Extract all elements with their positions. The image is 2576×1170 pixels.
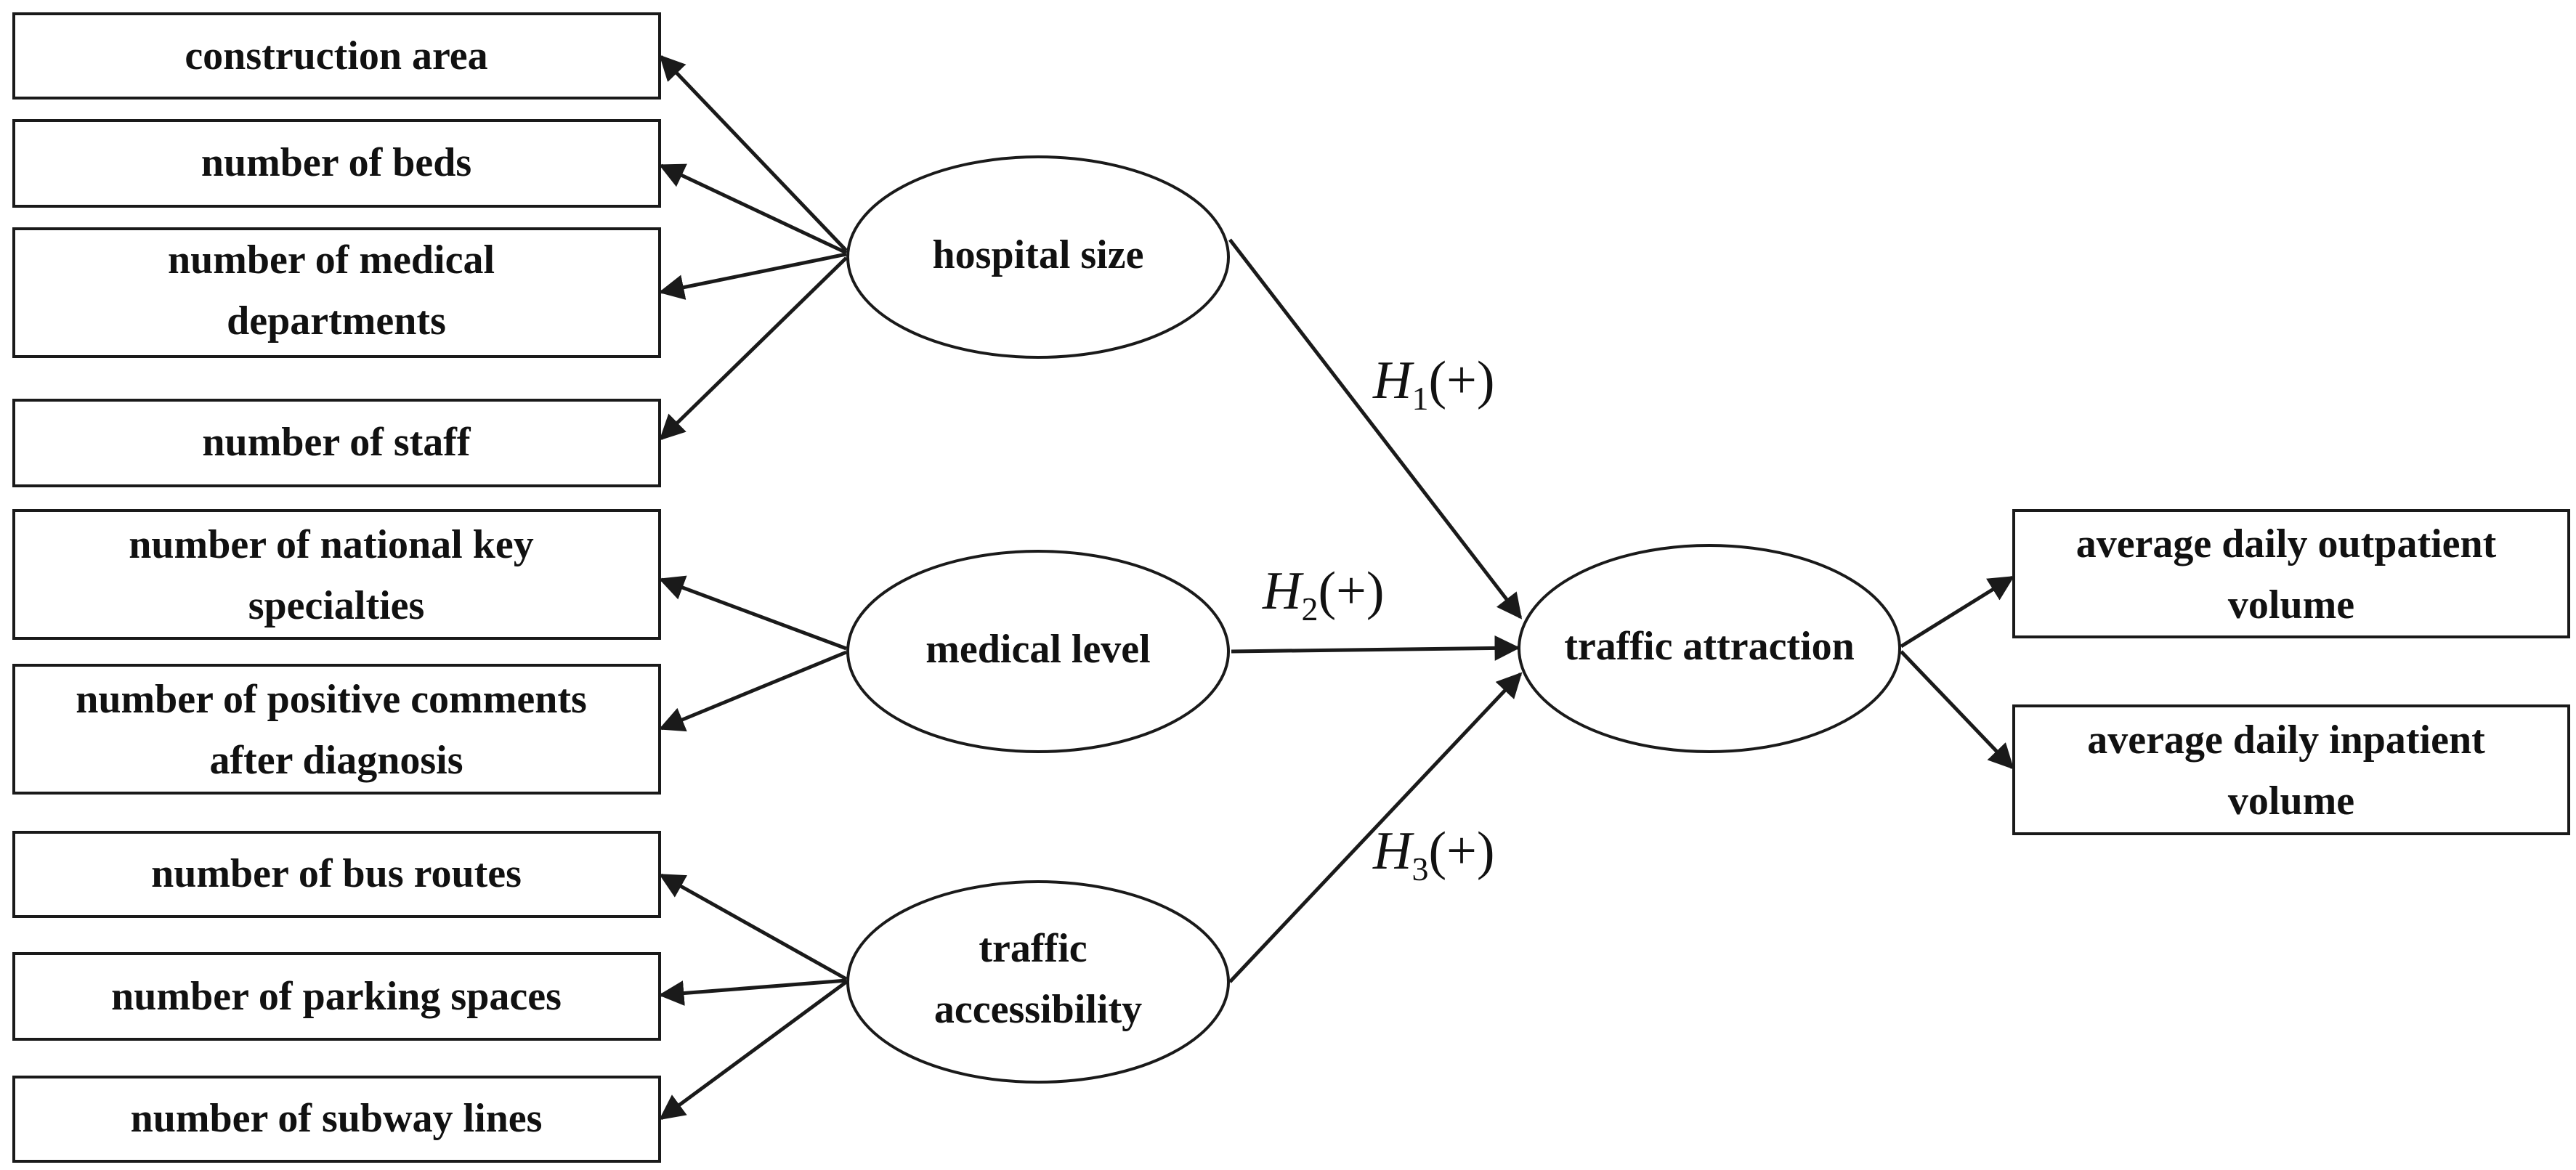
edge-hospital-size-to-number-of-staff xyxy=(659,256,848,441)
edge-h2-medical-level-to-traffic-attraction xyxy=(1231,635,1520,661)
indicator-label: number of parking spaces xyxy=(111,974,562,1019)
indicator-number-of-beds: number of beds xyxy=(12,119,661,208)
edge-hospital-size-to-medical-departments xyxy=(658,252,847,300)
construct-label: medical level xyxy=(926,627,1150,672)
indicator-label: number of beds xyxy=(201,140,471,185)
edge-traffic-attraction-to-inpatient-volume xyxy=(1900,650,2014,770)
construct-traffic-accessibility: traffic accessibility xyxy=(846,880,1230,1084)
edge-h1-hospital-size-to-traffic-attraction xyxy=(1228,238,1523,619)
edges xyxy=(658,54,2014,1121)
construct-label: traffic accessibility xyxy=(934,926,1142,1032)
edge-traffic-attraction-to-outpatient-volume xyxy=(1900,575,2014,649)
indicator-positive-comments: number of positive comments after diagno… xyxy=(12,664,661,795)
edge-traffic-accessibility-to-subway-lines xyxy=(659,980,848,1121)
indicator-label: number of medical departments xyxy=(168,237,505,344)
edge-medical-level-to-national-key-specialties xyxy=(658,575,847,651)
indicator-label: average daily inpatient volume xyxy=(2087,718,2495,824)
indicator-label: number of national key specialties xyxy=(129,522,543,628)
hypothesis-h3-label: H3(+) xyxy=(1372,821,1494,887)
indicator-label: number of positive comments after diagno… xyxy=(76,677,597,783)
indicator-bus-routes: number of bus routes xyxy=(12,831,661,918)
construct-label: hospital size xyxy=(933,232,1144,277)
edge-h3-traffic-accessibility-to-traffic-attraction xyxy=(1228,672,1523,983)
edge-hospital-size-to-construction-area xyxy=(659,54,848,252)
hypothesis-h2-label: H2(+) xyxy=(1262,561,1384,627)
indicator-number-of-medical-departments: number of medical departments xyxy=(12,227,661,358)
construct-hospital-size: hospital size xyxy=(846,155,1230,359)
construct-medical-level: medical level xyxy=(846,550,1230,753)
construct-traffic-attraction: traffic attraction xyxy=(1518,544,1901,753)
indicator-national-key-specialties: number of national key specialties xyxy=(12,509,661,640)
edge-traffic-accessibility-to-bus-routes xyxy=(658,873,848,981)
indicator-label: number of staff xyxy=(202,420,471,465)
indicator-label: number of bus routes xyxy=(151,851,522,896)
hypothesis-h1-label: H1(+) xyxy=(1372,351,1494,417)
indicator-parking-spaces: number of parking spaces xyxy=(12,952,661,1041)
edge-hospital-size-to-number-of-beds xyxy=(658,163,848,255)
indicator-number-of-staff: number of staff xyxy=(12,399,661,487)
edge-traffic-accessibility-to-parking-spaces xyxy=(658,978,847,1006)
indicator-outpatient-volume: average daily outpatient volume xyxy=(2012,509,2570,638)
indicator-construction-area: construction area xyxy=(12,12,661,99)
indicator-inpatient-volume: average daily inpatient volume xyxy=(2012,704,2570,835)
construct-label: traffic attraction xyxy=(1564,624,1855,669)
indicator-label: number of subway lines xyxy=(131,1096,543,1141)
indicator-label: construction area xyxy=(185,33,487,78)
indicator-label: average daily outpatient volume xyxy=(2076,521,2507,627)
indicator-subway-lines: number of subway lines xyxy=(12,1076,661,1163)
edge-medical-level-to-positive-comments xyxy=(658,650,847,732)
